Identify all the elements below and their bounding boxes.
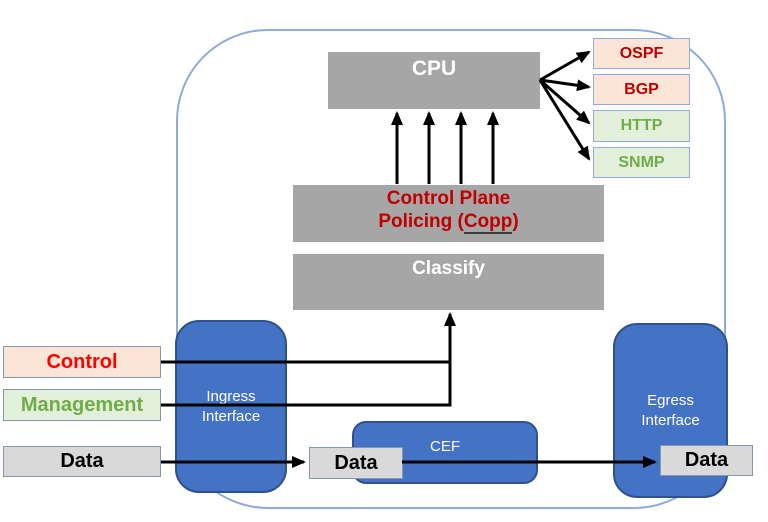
copp-label-line2: Policing (Copp)	[293, 210, 604, 234]
device-boundary	[176, 29, 726, 509]
data-input-label: Data	[60, 450, 104, 472]
data-box-egress: Data	[660, 445, 753, 476]
input-box-control: Control	[3, 346, 161, 378]
ingress-interface-box: Ingress Interface	[175, 320, 287, 493]
data-egress-label: Data	[684, 449, 729, 471]
protocol-box-ospf: OSPF	[593, 38, 690, 69]
ingress-label-line1: Ingress	[206, 388, 256, 405]
protocol-box-bgp: BGP	[593, 74, 690, 105]
protocol-box-http: HTTP	[593, 110, 690, 142]
ospf-label: OSPF	[619, 44, 664, 62]
egress-label-line1: Egress	[647, 392, 694, 409]
copp-label-prefix: Policing (	[378, 210, 464, 232]
control-label: Control	[46, 350, 118, 373]
input-box-data: Data	[3, 446, 161, 477]
copp-label-suffix: )	[512, 210, 519, 232]
cpu-label: CPU	[411, 57, 457, 80]
classify-label: Classify	[412, 258, 485, 279]
copp-label-line1: Control Plane	[386, 188, 511, 209]
cef-label: CEF	[430, 438, 460, 455]
snmp-label: SNMP	[618, 153, 665, 171]
copp-box: Control Plane Policing (Copp)	[293, 185, 604, 242]
data-box-center: Data	[309, 447, 403, 479]
http-label: HTTP	[620, 117, 663, 134]
cpu-box: CPU	[328, 52, 540, 109]
data-center-label: Data	[334, 451, 378, 474]
protocol-box-snmp: SNMP	[593, 147, 690, 178]
management-label: Management	[20, 393, 144, 416]
input-box-management: Management	[3, 389, 161, 421]
copp-label-underlined: Copp	[463, 210, 513, 234]
bgp-label: BGP	[624, 80, 659, 98]
egress-label-line2: Interface	[641, 411, 700, 429]
ingress-label-line2: Interface	[201, 407, 261, 425]
classify-box: Classify	[293, 254, 604, 310]
